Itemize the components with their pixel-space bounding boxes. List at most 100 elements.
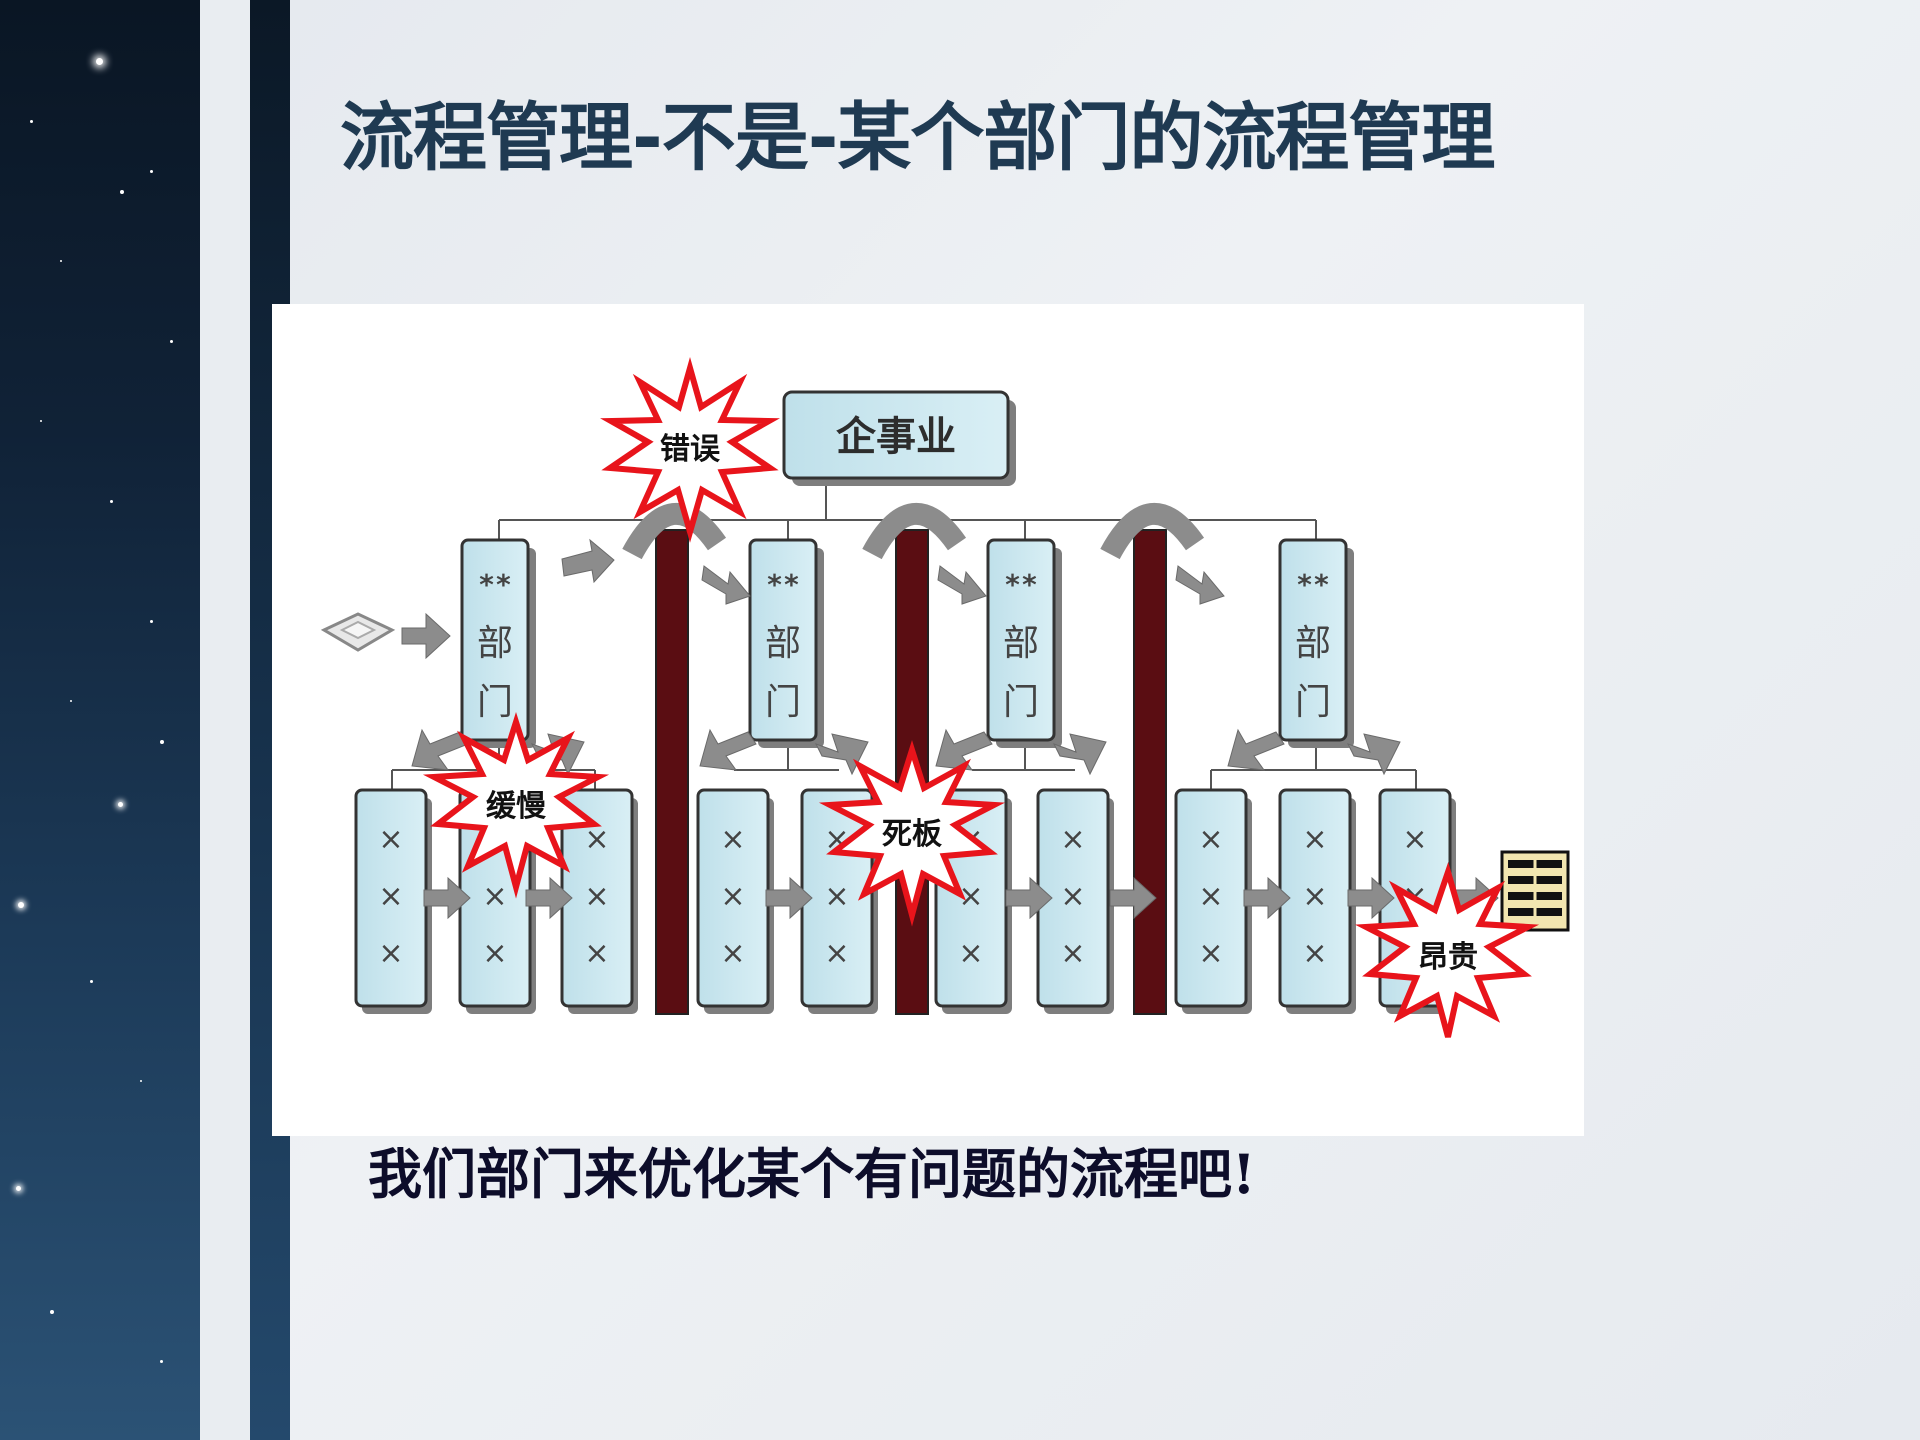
task-mark: × xyxy=(1198,879,1223,914)
task-mark: × xyxy=(378,879,403,914)
star xyxy=(40,420,42,422)
flow-arrow xyxy=(699,728,757,771)
slow-burst: 缓慢 xyxy=(422,712,610,899)
arc-arrow xyxy=(622,503,727,560)
flow-arrow xyxy=(423,876,471,920)
star xyxy=(140,1080,142,1082)
task-column: ××× xyxy=(1036,788,1114,1014)
department-char: 部 xyxy=(765,623,801,664)
star xyxy=(150,170,153,173)
department-char: 门 xyxy=(1295,682,1331,723)
slide-title: 流程管理-不是-某个部门的流程管理 xyxy=(340,95,1495,181)
flow-arrow xyxy=(1227,728,1285,771)
task-mark: × xyxy=(958,936,983,971)
star xyxy=(160,1360,163,1363)
star xyxy=(70,700,72,702)
department-stars: ** xyxy=(1004,568,1038,601)
task-mark: × xyxy=(1302,822,1327,857)
star xyxy=(60,260,62,262)
burst-label: 缓慢 xyxy=(486,789,547,824)
task-mark: × xyxy=(584,822,609,857)
star xyxy=(110,500,113,503)
task-mark: × xyxy=(482,936,507,971)
flow-arrow xyxy=(937,565,987,605)
decorative-stripe xyxy=(200,0,250,1440)
flow-arrow xyxy=(1346,733,1401,776)
burst-label: 错误 xyxy=(660,432,721,467)
task-mark: × xyxy=(1402,822,1427,857)
flow-arrow xyxy=(525,876,573,920)
star xyxy=(96,58,103,65)
flow-arrow xyxy=(1175,565,1225,605)
task-mark: × xyxy=(1060,936,1085,971)
task-mark: × xyxy=(1198,822,1223,857)
task-column: × × × xyxy=(1174,788,1252,1014)
task-mark: × xyxy=(1198,936,1223,971)
star xyxy=(170,340,173,343)
arc-arrow xyxy=(862,503,967,560)
department-stars: ** xyxy=(1296,568,1330,601)
flow-arrow xyxy=(1005,876,1053,920)
star xyxy=(120,190,124,194)
department-box: ** 部 门 xyxy=(1278,538,1354,748)
flow-arrow xyxy=(401,612,451,660)
flow-arrow xyxy=(701,565,751,605)
star xyxy=(50,1310,54,1314)
task-mark: × xyxy=(378,822,403,857)
task-column: × × × xyxy=(354,788,432,1014)
department-box: ** 部 门 xyxy=(986,538,1062,748)
starfield-background xyxy=(0,0,200,1440)
flow-arrow xyxy=(1347,876,1395,920)
task-mark: × xyxy=(824,936,849,971)
slide-caption: 我们部门来优化某个有问题的流程吧! xyxy=(368,1142,1256,1206)
task-mark: × xyxy=(584,936,609,971)
input-diamond-icon xyxy=(320,612,396,652)
error-burst: 错误 xyxy=(600,356,780,543)
star xyxy=(160,740,164,744)
department-char: 门 xyxy=(765,682,801,723)
flow-arrow xyxy=(561,538,615,584)
department-char: 门 xyxy=(1003,682,1039,723)
task-mark: × xyxy=(1060,822,1085,857)
expensive-burst: 昂贵 xyxy=(1354,862,1540,1038)
flow-arrow xyxy=(411,728,469,771)
department-char: 部 xyxy=(477,623,513,664)
department-wall xyxy=(1133,529,1167,1015)
task-mark: × xyxy=(720,936,745,971)
task-mark: × xyxy=(824,879,849,914)
department-wall xyxy=(655,529,689,1015)
arc-arrow xyxy=(1100,503,1205,560)
department-char: 部 xyxy=(1295,623,1331,664)
task-mark: × xyxy=(378,936,403,971)
department-box: ** 部 门 xyxy=(460,538,536,748)
process-diagram: 企事业 ** 部 门 ** 部 门 ** 部 门 ** 部 xyxy=(272,304,1584,1136)
department-stars: ** xyxy=(478,568,512,601)
task-mark: × xyxy=(720,879,745,914)
task-mark: × xyxy=(720,822,745,857)
star xyxy=(118,802,123,807)
output-document-icon xyxy=(1500,850,1570,932)
department-char: 部 xyxy=(1003,623,1039,664)
star xyxy=(150,620,153,623)
star xyxy=(30,120,33,123)
star xyxy=(18,902,24,908)
task-column: × × × xyxy=(696,788,774,1014)
flow-arrow xyxy=(1109,876,1157,920)
burst-label: 昂贵 xyxy=(1418,940,1478,975)
flow-arrow xyxy=(935,728,993,771)
department-box: ** 部 门 xyxy=(748,538,824,748)
department-stars: ** xyxy=(766,568,800,601)
task-mark: × xyxy=(482,879,507,914)
task-mark: × xyxy=(1302,936,1327,971)
task-column: × × × xyxy=(1278,788,1356,1014)
burst-label: 死板 xyxy=(882,817,942,852)
star xyxy=(16,1186,21,1191)
flow-arrow xyxy=(765,876,813,920)
enterprise-box: 企事业 xyxy=(782,390,1016,486)
flow-arrow xyxy=(1243,876,1291,920)
department-char: 门 xyxy=(477,682,513,723)
flow-arrow xyxy=(1052,733,1107,776)
rigid-burst: 死板 xyxy=(818,740,1006,927)
task-mark: × xyxy=(1302,879,1327,914)
flow-arrow xyxy=(814,733,869,776)
